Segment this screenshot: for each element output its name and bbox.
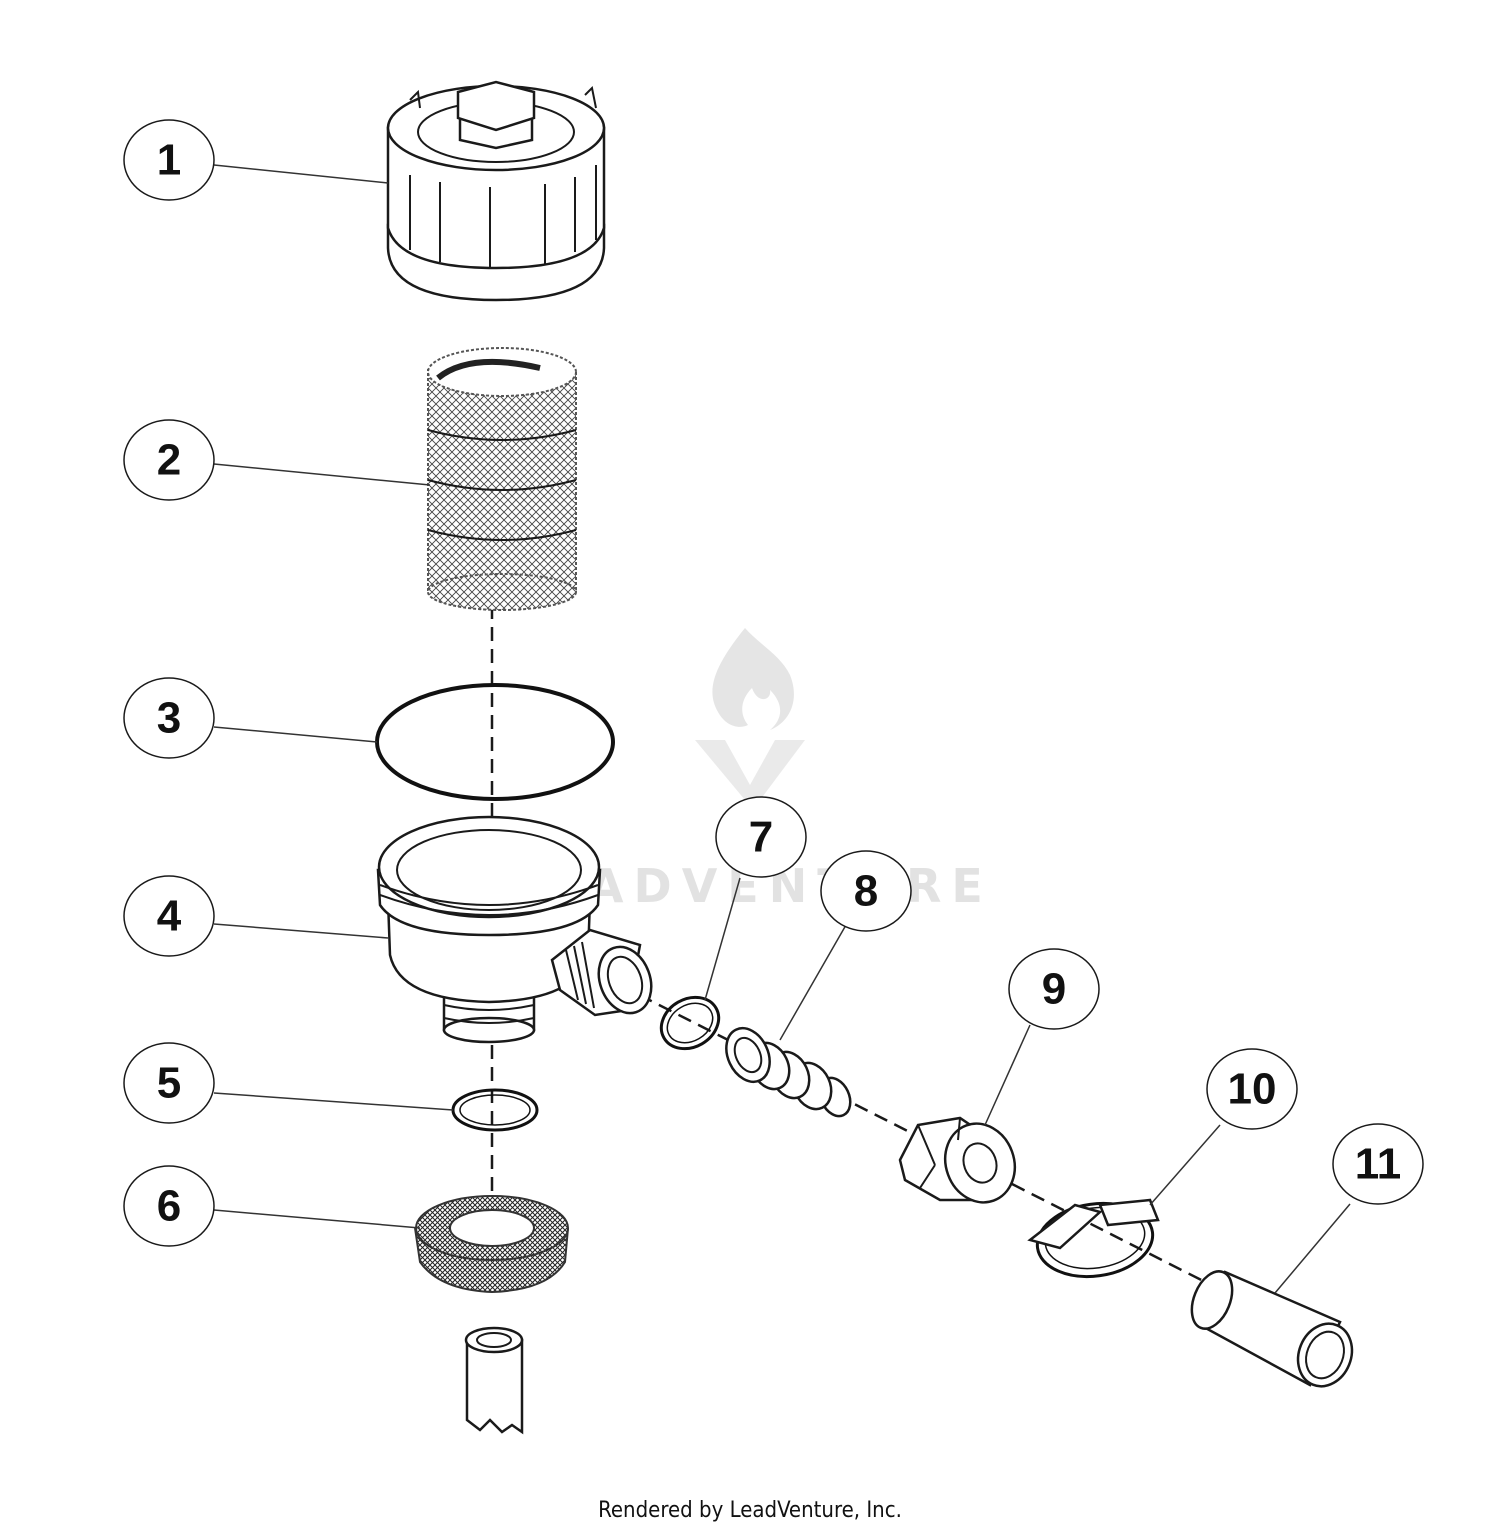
callout-10: 10 — [1206, 1048, 1298, 1130]
callout-2-label: 2 — [157, 436, 181, 485]
flame-logo-icon — [695, 628, 805, 800]
part-7-washer — [659, 995, 721, 1051]
callout-10-label: 10 — [1228, 1065, 1277, 1114]
callout-4-label: 4 — [157, 892, 182, 941]
footer-credit: Rendered by LeadVenture, Inc. — [598, 1498, 902, 1523]
part-3-o-ring — [375, 683, 615, 801]
callout-1: 1 — [123, 119, 215, 201]
part-5-o-ring — [451, 1088, 539, 1132]
part-11-hose — [1190, 1270, 1354, 1388]
callout-11-label: 11 — [1355, 1140, 1402, 1189]
callout-9: 9 — [1008, 948, 1100, 1030]
callout-3: 3 — [123, 677, 215, 759]
callout-8: 8 — [820, 850, 912, 932]
part-9-nut — [898, 1116, 1017, 1204]
callout-7: 7 — [715, 796, 807, 878]
callout-6: 6 — [123, 1165, 215, 1247]
callout-7-label: 7 — [749, 813, 773, 862]
callout-5-label: 5 — [157, 1059, 181, 1108]
part-10-hose-clamp — [1027, 1198, 1160, 1279]
callout-4: 4 — [123, 875, 215, 957]
callout-3-label: 3 — [157, 694, 181, 743]
part-2-screen — [427, 347, 577, 611]
part-8-hose-barb — [725, 1027, 852, 1118]
leader-lines — [213, 164, 1351, 1294]
callout-9-label: 9 — [1042, 965, 1066, 1014]
callout-8-label: 8 — [854, 867, 878, 916]
part-6-screen-washer — [414, 1195, 569, 1294]
bottom-hose — [464, 1326, 524, 1435]
callout-6-label: 6 — [157, 1182, 181, 1231]
callout-5: 5 — [123, 1042, 215, 1124]
part-1-cap — [386, 80, 606, 302]
callout-11: 11 — [1332, 1123, 1424, 1205]
callout-1-label: 1 — [157, 136, 181, 185]
callout-2: 2 — [123, 419, 215, 501]
part-4-strainer-bowl — [376, 815, 653, 1044]
